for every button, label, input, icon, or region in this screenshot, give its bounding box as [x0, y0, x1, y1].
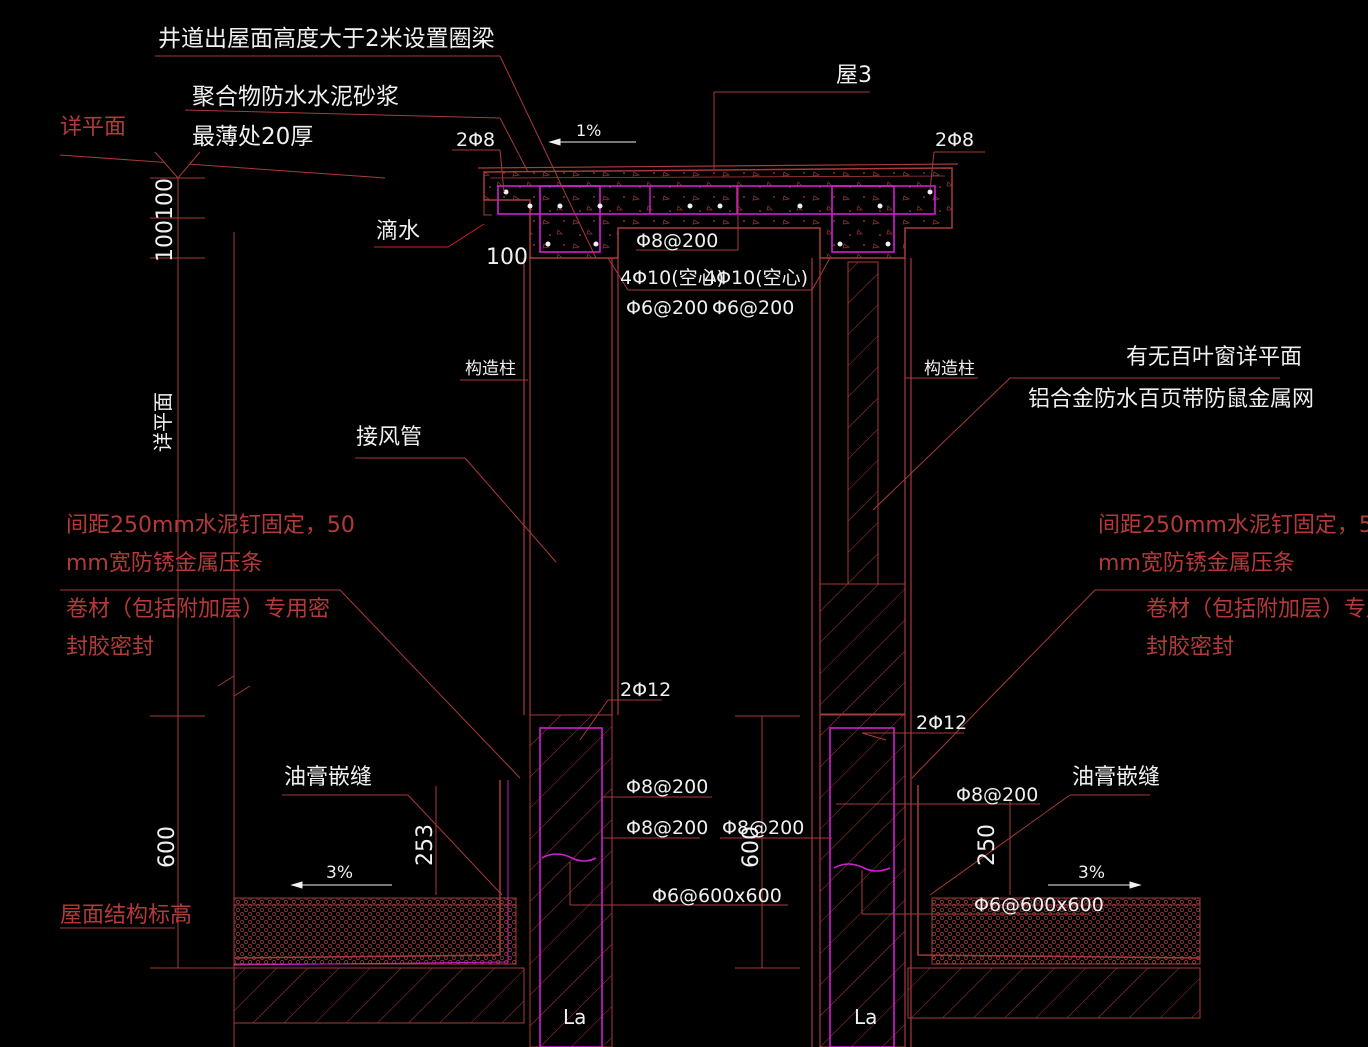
label-drip: 滴水	[376, 219, 420, 244]
label-membrane-right-1: 卷材（包括附加层）专用密	[1146, 597, 1368, 622]
label-louver-1: 有无百叶窗详平面	[1126, 345, 1302, 370]
label-phi10-hollow-1: 4Φ10(空心)	[620, 267, 724, 289]
label-dim-100: 100	[486, 245, 528, 270]
label-slope-left: 3%	[326, 863, 353, 883]
label-putty-left: 油膏嵌缝	[284, 765, 372, 790]
label-phi6-200-2: Φ6@200	[712, 297, 794, 319]
label-2phi12-right: 2Φ12	[916, 712, 967, 734]
label-putty-right: 油膏嵌缝	[1072, 765, 1160, 790]
label-2phi8-right: 2Φ8	[935, 129, 974, 151]
left-upstand	[529, 714, 613, 1047]
label-phi8-200-left-a: Φ8@200	[626, 776, 708, 798]
label-column-right: 构造柱	[924, 359, 975, 379]
label-slope-top: 1%	[576, 121, 601, 140]
label-nail-left-2: mm宽防锈金属压条	[66, 551, 263, 576]
label-2phi12-left: 2Φ12	[620, 679, 671, 701]
label-phi6-600-right: Φ6@600x600	[974, 894, 1104, 916]
label-2phi8-left: 2Φ8	[456, 129, 495, 151]
label-la-left: La	[563, 1005, 586, 1029]
label-top-note: 井道出屋面高度大于2米设置圈梁	[158, 26, 495, 52]
label-nail-right-1: 间距250mm水泥钉固定，50	[1098, 513, 1368, 538]
roof-layers-left	[233, 780, 525, 1024]
label-la-right: La	[854, 1005, 877, 1029]
label-membrane-left-2: 封胶密封	[66, 635, 154, 660]
label-dim-250: 250	[975, 824, 1000, 866]
left-shaft-wall	[523, 258, 619, 715]
label-slope-right: 3%	[1078, 863, 1105, 883]
label-phi8-200-top: Φ8@200	[636, 230, 718, 252]
leader-lines	[60, 55, 1368, 929]
label-membrane-left-1: 卷材（包括附加层）专用密	[66, 597, 330, 622]
label-phi6-200-1: Φ6@200	[626, 297, 708, 319]
top-cap-beam	[477, 163, 959, 259]
slope-arrows	[290, 138, 1142, 889]
label-nail-right-2: mm宽防锈金属压条	[1098, 551, 1295, 576]
label-dim-600-left: 600	[155, 826, 180, 868]
annotation-text: 井道出屋面高度大于2米设置圈梁 聚合物防水水泥砂浆 最薄处20厚 屋3 详平面 …	[60, 26, 1368, 1029]
label-duct: 接风管	[356, 425, 422, 450]
label-dim-100100: 100100	[153, 178, 178, 262]
right-shaft-wall	[811, 258, 912, 1047]
label-mortar-2: 最薄处20厚	[192, 124, 313, 150]
label-phi8-200-mid: Φ8@200	[722, 817, 804, 839]
label-phi6-600-left: Φ6@600x600	[652, 885, 782, 907]
roof-layers-right	[907, 785, 1201, 1019]
label-membrane-right-2: 封胶密封	[1146, 635, 1234, 660]
label-detail-plan-left: 详平面	[60, 115, 126, 140]
label-phi8-200-right: Φ8@200	[956, 784, 1038, 806]
label-column-left: 构造柱	[465, 359, 516, 379]
dimension-lines	[59, 151, 1011, 1047]
label-louver-2: 铝合金防水百页带防鼠金属网	[1028, 387, 1314, 412]
label-phi8-200-left-b: Φ8@200	[626, 817, 708, 839]
label-roof-struct-level: 屋面结构标高	[60, 903, 192, 928]
label-roof-ref: 屋3	[836, 63, 872, 88]
label-dim-600-mid: 600	[739, 826, 764, 868]
label-nail-left-1: 间距250mm水泥钉固定，50	[66, 513, 355, 538]
label-detail-plan-vertical: 详平面	[151, 392, 175, 452]
label-dim-253: 253	[413, 824, 438, 866]
label-mortar-1: 聚合物防水水泥砂浆	[192, 84, 399, 110]
label-phi10-hollow-2: 4Φ10(空心)	[704, 267, 808, 289]
